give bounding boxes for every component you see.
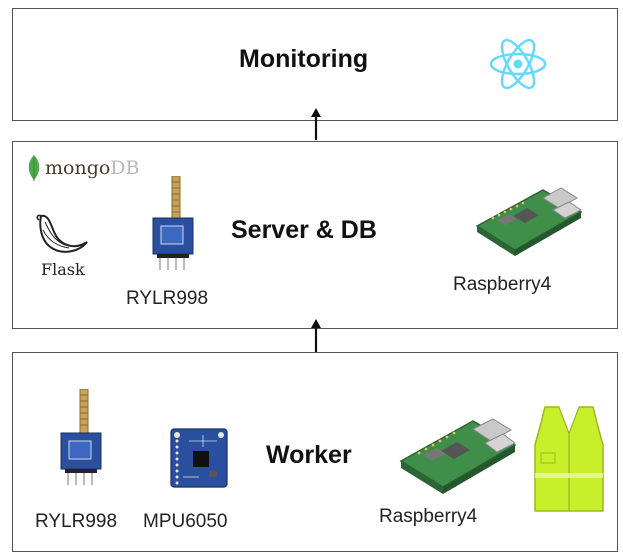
flask-horn-icon bbox=[36, 214, 88, 253]
raspberry-pi-board-image bbox=[397, 411, 519, 495]
server-raspberry4-label: Raspberry4 bbox=[453, 274, 552, 295]
rylr998-module-image bbox=[149, 176, 199, 272]
worker-panel: RYLR998 MPU6050 Worker bbox=[12, 352, 618, 552]
monitoring-title: Monitoring bbox=[239, 45, 369, 73]
rylr998-module-image bbox=[57, 389, 107, 489]
mongodb-leaf-icon bbox=[28, 155, 40, 181]
server-rylr998-label: RYLR998 bbox=[126, 288, 209, 309]
worker-title: Worker bbox=[266, 441, 352, 469]
worker-raspberry4-label: Raspberry4 bbox=[379, 506, 478, 527]
flask-logo: Flask bbox=[35, 212, 95, 282]
arrow-server-to-monitoring bbox=[309, 107, 323, 141]
safety-vest-icon bbox=[531, 403, 607, 515]
mpu6050-label: MPU6050 bbox=[143, 511, 228, 532]
worker-rylr998-label: RYLR998 bbox=[35, 511, 118, 532]
mpu6050-module-image bbox=[169, 427, 229, 491]
arrow-worker-to-server bbox=[309, 318, 323, 354]
mongodb-text-a: mongo bbox=[45, 157, 111, 179]
mongodb-text-b: DB bbox=[110, 157, 140, 179]
flask-text: Flask bbox=[41, 260, 85, 279]
react-icon bbox=[487, 36, 549, 92]
raspberry-pi-board-image bbox=[473, 180, 583, 256]
server-db-panel: mongoDB Flask RYL bbox=[12, 141, 618, 329]
mongodb-logo: mongoDB bbox=[23, 154, 173, 184]
server-db-title: Server & DB bbox=[231, 216, 377, 244]
monitoring-panel: Monitoring bbox=[12, 8, 618, 121]
